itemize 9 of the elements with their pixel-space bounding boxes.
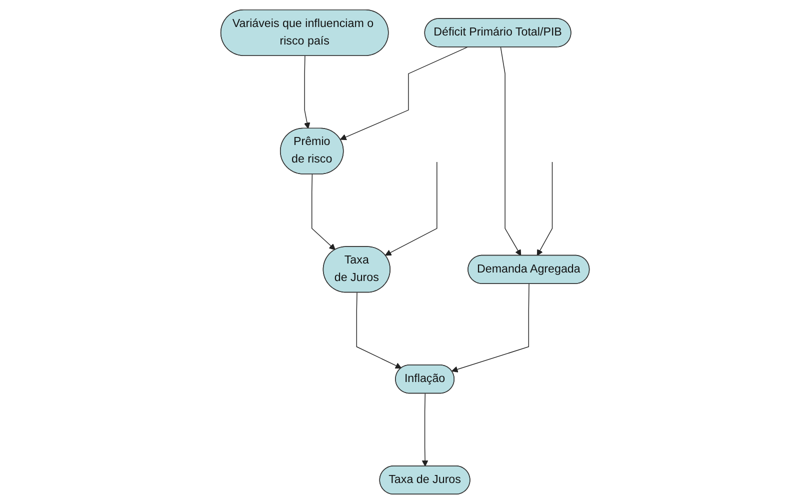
arrow [340, 46, 468, 140]
arrow [500, 46, 522, 256]
arrow [451, 284, 530, 372]
arrow [536, 162, 553, 256]
arrow [384, 162, 438, 256]
arrow [304, 56, 310, 129]
arrow [356, 292, 402, 369]
arrow [422, 393, 428, 466]
arrow [311, 174, 336, 250]
